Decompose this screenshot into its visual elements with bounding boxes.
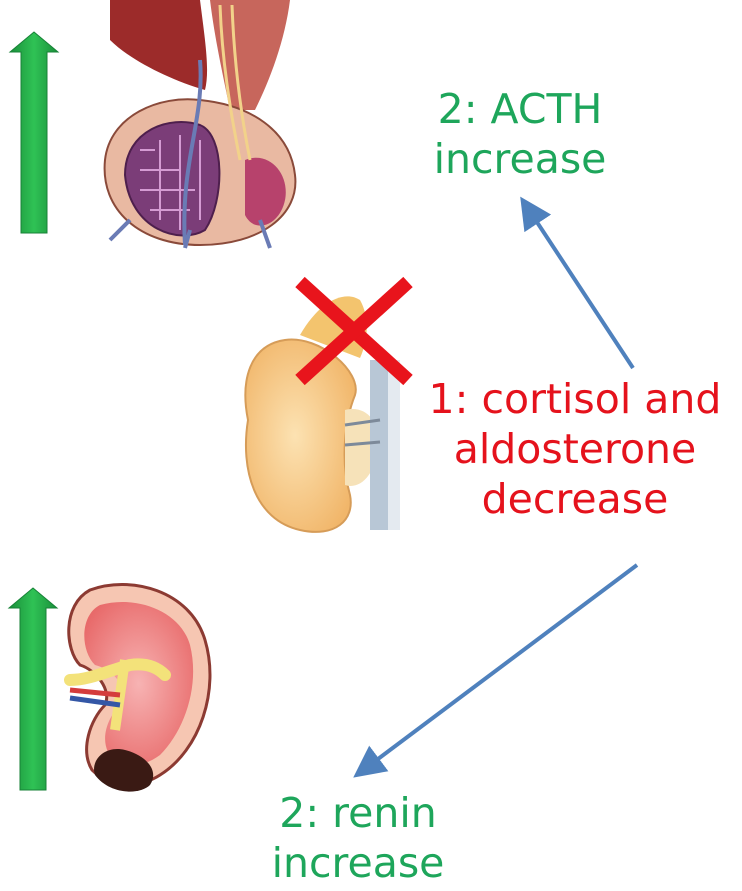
cortisol-label: 1: cortisol and aldosterone decrease	[410, 374, 740, 524]
up-arrow-icon	[9, 588, 57, 790]
flow-arrow-to-renin	[366, 565, 637, 768]
renin-label-line1: 2: renin	[258, 788, 458, 838]
cortisol-label-line2: aldosterone	[410, 424, 740, 474]
acth-label-line1: 2: ACTH	[415, 84, 625, 134]
up-arrow-icon	[10, 32, 58, 233]
acth-label-line2: increase	[415, 134, 625, 184]
renin-label: 2: renin increase	[258, 788, 458, 888]
acth-label: 2: ACTH increase	[415, 84, 625, 184]
cortisol-label-line3: decrease	[410, 474, 740, 524]
pituitary-gland-illustration	[100, 0, 304, 248]
adrenal-kidney-illustration	[245, 296, 400, 532]
flow-arrow-to-acth	[529, 210, 633, 368]
cortisol-label-line1: 1: cortisol and	[410, 374, 740, 424]
renin-label-line2: increase	[258, 838, 458, 888]
kidney-cross-section-illustration	[69, 584, 210, 791]
